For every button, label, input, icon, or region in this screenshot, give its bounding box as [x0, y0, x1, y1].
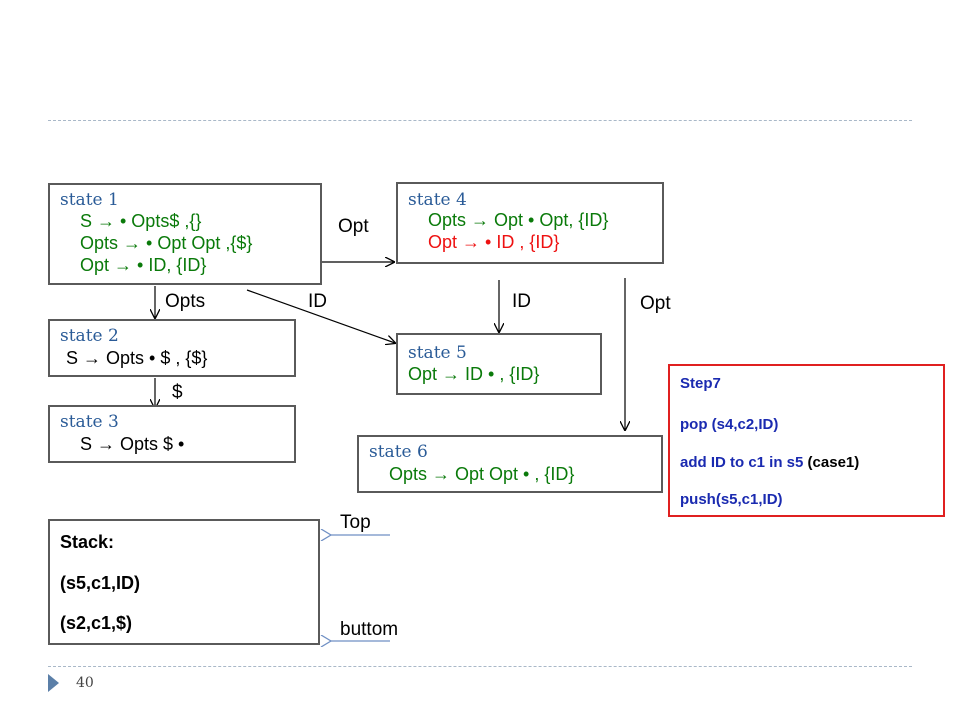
state-5-title: state 5: [408, 343, 467, 363]
edge-label-s1-s5: ID: [308, 291, 327, 312]
stack-item: (s5,c1,ID): [60, 573, 141, 593]
stack-title: Stack:: [60, 532, 115, 552]
step-action: pop (s4,c2,ID): [680, 416, 779, 433]
step-action: add ID to c1 in s5 (case1): [680, 454, 859, 471]
state-1-item: Opt → • ID, {ID}: [80, 255, 207, 275]
state-4-title: state 4: [408, 190, 467, 210]
state-1-box: state 1 S → • Opts$ ,{} Opts → • Opt Opt…: [48, 183, 322, 285]
page-number: 40: [76, 675, 94, 691]
state-5-item: Opt → ID • , {ID}: [408, 364, 540, 384]
state-3-item: S → Opts $ •: [80, 434, 185, 454]
stack-item: (s2,c1,$): [60, 613, 133, 633]
state-4-item: Opts → Opt • Opt, {ID}: [428, 210, 609, 230]
state-1-title: state 1: [60, 190, 119, 210]
edge-label-s4-s6: Opt: [640, 293, 671, 314]
state-4-item-highlighted: Opt → • ID , {ID}: [428, 232, 560, 252]
state-3-title: state 3: [60, 412, 119, 432]
edge-label-s4-s5: ID: [512, 291, 531, 312]
step-title: Step7: [680, 375, 721, 392]
state-2-item: S → Opts • $ , {$}: [66, 348, 208, 368]
top-divider: [48, 120, 912, 121]
state-2-box: state 2 S → Opts • $ , {$}: [48, 319, 296, 377]
step-note-box: Step7 pop (s4,c2,ID) add ID to c1 in s5 …: [668, 364, 945, 517]
state-4-box: state 4 Opts → Opt • Opt, {ID} Opt → • I…: [396, 182, 664, 264]
edge-label-s1-s4: Opt: [338, 216, 369, 237]
step-case-note: (case1): [807, 454, 860, 471]
step-action: push(s5,c1,ID): [680, 491, 783, 508]
state-6-item: Opts → Opt Opt • , {ID}: [389, 464, 575, 484]
bottom-divider: [48, 666, 912, 667]
edge-s1-s5: [246, 289, 395, 343]
state-2-title: state 2: [60, 326, 119, 346]
edge-label-s1-s2: Opts: [165, 291, 206, 312]
state-5-box: state 5 Opt → ID • , {ID}: [396, 333, 602, 395]
step-action-text: add ID to c1 in s5: [680, 454, 804, 471]
state-6-box: state 6 Opts → Opt Opt • , {ID}: [357, 435, 663, 493]
slide-marker-icon: [48, 674, 59, 692]
state-6-title: state 6: [369, 442, 428, 462]
state-3-box: state 3 S → Opts $ •: [48, 405, 296, 463]
state-1-item: S → • Opts$ ,{}: [80, 211, 202, 231]
edge-label-s2-s3: $: [172, 382, 183, 403]
stack-bottom-label: buttom: [340, 619, 399, 640]
stack-top-label: Top: [340, 512, 371, 533]
state-1-item: Opts → • Opt Opt ,{$}: [80, 233, 253, 253]
stack-box: Stack: (s5,c1,ID) (s2,c1,$): [48, 519, 320, 645]
